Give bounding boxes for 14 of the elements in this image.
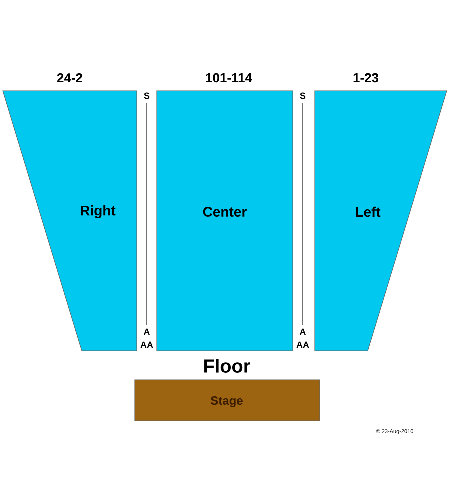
row-label: A [300,328,306,336]
row-label: S [144,92,150,100]
section-label: 24-2 [57,73,82,83]
row-label: S [300,92,306,100]
section-label: 101-114 [206,73,252,83]
row-label: AA [140,342,154,348]
stage-block: Stage [134,380,320,422]
seating-section: Center [156,90,294,352]
row-label: AA [296,342,310,348]
seating-section: Left [314,90,448,352]
row-label: A [144,328,150,336]
seating-section: Right [2,90,138,352]
area-label: Floor [204,359,250,373]
section-label: 1-23 [354,73,379,83]
